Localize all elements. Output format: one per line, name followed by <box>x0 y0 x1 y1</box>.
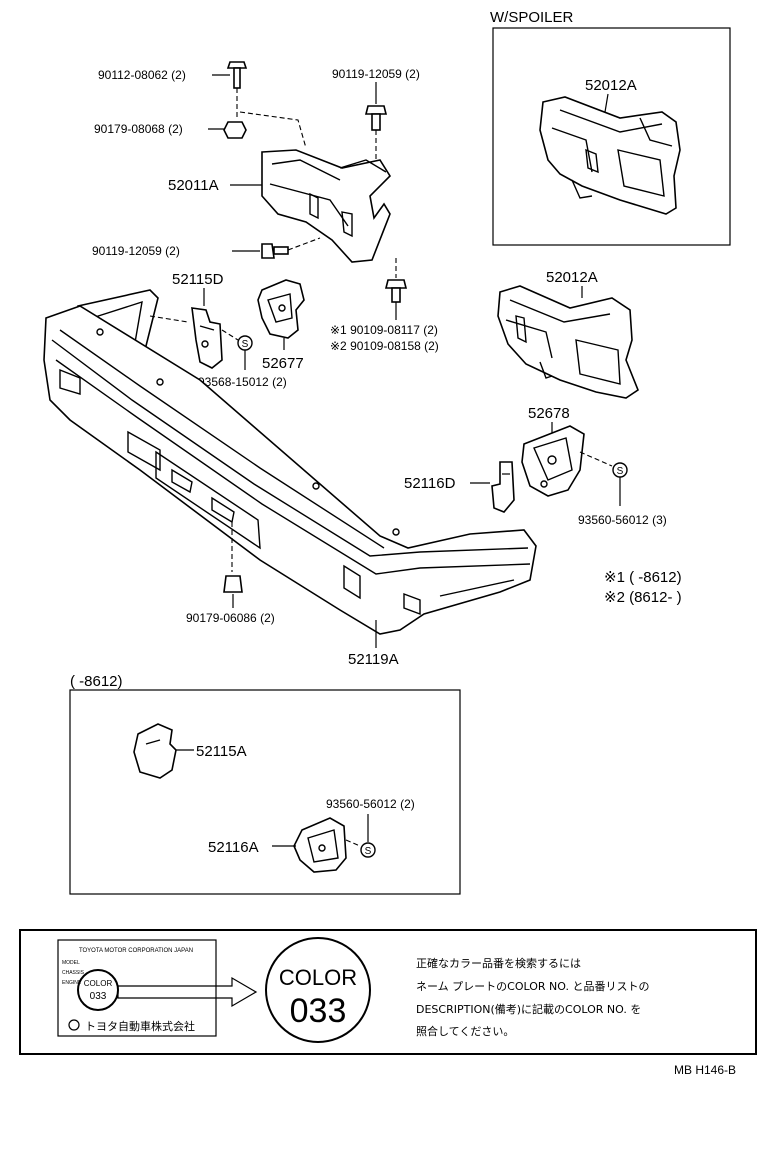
label-52678: 52678 <box>528 405 570 422</box>
note-2: ※2 (8612- ) <box>604 589 682 606</box>
label-52011a: 52011A <box>168 177 219 194</box>
name-plate-drawing: TOYOTA MOTOR CORPORATION JAPAN MODEL CHA… <box>57 939 217 1037</box>
label-90179-08068: 90179-08068 (2) <box>94 122 183 136</box>
label-93568-15012: 93568-15012 (2) <box>198 375 287 389</box>
screw-icon <box>384 279 408 289</box>
spoiler-frame <box>492 27 731 246</box>
plate-footer: トヨタ自動車株式会社 <box>85 1019 195 1033</box>
label-52116d: 52116D <box>404 475 456 492</box>
circle-color-no: 033 <box>290 992 347 1030</box>
label-52677: 52677 <box>262 355 304 372</box>
bracket-52115a: 52115A <box>133 723 247 779</box>
clip-icon <box>360 842 376 858</box>
plate-color-no: 033 <box>90 991 107 1002</box>
bracket-52115d: 52115D S 93568-15012 (2) <box>172 271 287 389</box>
bolt-icon <box>226 61 248 89</box>
bottom-nut: 90179-06086 (2) <box>186 522 275 625</box>
plate-field-1: MODEL <box>62 960 80 966</box>
color-panel-frame <box>19 929 757 1055</box>
label-90119-12059-top: 90119-12059 (2) <box>332 67 420 81</box>
label-note1-screw: ※1 90109-08117 (2) <box>330 323 438 337</box>
spoiler-retainer-drawing <box>539 96 681 215</box>
nut-icon <box>223 121 247 139</box>
spoiler-panel: W/SPOILER 52012A <box>490 9 731 246</box>
label-90179-06086: 90179-06086 (2) <box>186 611 275 625</box>
note-1: ※1 ( -8612) <box>604 569 682 586</box>
date-notes: ※1 ( -8612) ※2 (8612- ) <box>604 569 682 606</box>
label-90112-08062: 90112-08062 (2) <box>98 68 186 82</box>
inset-frame <box>69 689 461 895</box>
label-93560-56012-2: 93560-56012 (2) <box>326 797 415 811</box>
color-code-circle: COLOR 033 <box>265 937 371 1043</box>
screw-icon <box>261 243 275 259</box>
footer-code: MB H146-B <box>674 1063 736 1077</box>
label-90119-12059-mid: 90119-12059 (2) <box>92 244 180 258</box>
label-52119a: 52119A <box>348 651 399 668</box>
mid-screw: 90119-12059 (2) <box>92 237 321 259</box>
inset-title: ( -8612) <box>70 673 123 690</box>
spoiler-title: W/SPOILER <box>490 9 574 26</box>
plate-maker: TOYOTA MOTOR CORPORATION JAPAN <box>79 948 193 954</box>
label-52116a: 52116A <box>208 839 259 856</box>
plate-color-word: COLOR <box>84 979 113 988</box>
plate-field-3: ENGINE <box>62 980 82 986</box>
instruction-line-2: ネーム プレートのCOLOR NO. と品番リストの <box>416 980 649 993</box>
svg-text:S: S <box>365 846 372 857</box>
svg-text:S: S <box>242 339 249 350</box>
retainer-52012a: 52012A <box>497 269 639 399</box>
note-screws: ※1 90109-08117 (2) ※2 90109-08158 (2) <box>330 258 439 353</box>
label-note2-screw: ※2 90109-08158 (2) <box>330 339 439 353</box>
instruction-line-3: DESCRIPTION(備考)に記載のCOLOR NO. を <box>416 1002 641 1016</box>
top-fasteners: 90112-08062 (2) 90179-08068 (2) 90119-12… <box>94 61 420 160</box>
bracket-52011a: 52011A <box>168 149 392 263</box>
instruction-line-1: 正確なカラー品番を検索するには <box>416 956 581 970</box>
bracket-52678: 52678 S 93560-56012 (3) <box>521 405 667 527</box>
bracket-52116d: 52116D <box>404 461 515 513</box>
circle-color-word: COLOR <box>279 965 357 990</box>
spoiler-part-label: 52012A <box>585 77 637 94</box>
inset-panel: ( -8612) 52115A 93560-56012 (2) S 52116A <box>69 673 461 895</box>
instruction-line-4: 照合してください。 <box>416 1024 514 1038</box>
plate-field-2: CHASSIS <box>62 970 85 976</box>
screw-icon <box>364 105 388 131</box>
color-panel: TOYOTA MOTOR CORPORATION JAPAN MODEL CHA… <box>19 929 757 1055</box>
nut-icon <box>223 575 243 593</box>
label-52115a: 52115A <box>196 743 247 760</box>
label-93560-56012-3: 93560-56012 (3) <box>578 513 667 527</box>
label-52012a-right: 52012A <box>546 269 598 286</box>
bracket-52677: 52677 <box>257 279 305 372</box>
label-52115d: 52115D <box>172 271 224 288</box>
arrow-right-icon <box>117 976 258 1008</box>
bracket-52116a: 93560-56012 (2) S 52116A <box>208 797 415 873</box>
bumper-cover-drawing: 52119A <box>43 289 537 668</box>
svg-text:S: S <box>617 466 624 477</box>
